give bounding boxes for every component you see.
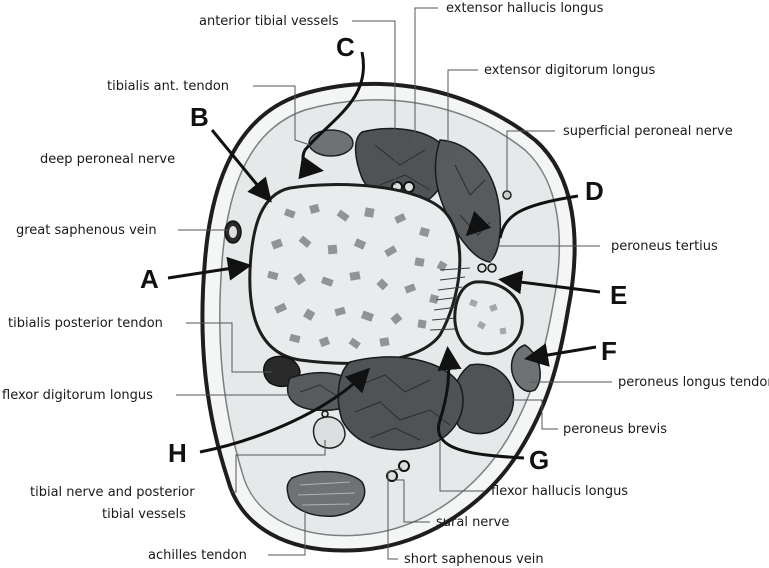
fibula-trabeculae (469, 299, 507, 335)
letter-f: F (601, 336, 617, 366)
leader-lines (176, 7, 612, 560)
leader-extensor-hallucis-longus (414, 7, 438, 150)
superficial-peroneal-nerve-shape (502, 190, 512, 200)
fibula-bone (453, 280, 524, 356)
label-peroneus-longus-tendon: peroneus longus tendon (618, 375, 769, 390)
label-achilles-tendon: achilles tendon (148, 548, 247, 563)
label-deep-peroneal-nerve: deep peroneal nerve (40, 152, 175, 167)
leader-sural-nerve (394, 479, 430, 523)
label-short-saphenous-vein: short saphenous vein (404, 552, 544, 567)
arrow-g (437, 346, 525, 460)
arrow-a (167, 256, 252, 281)
tibia-trabeculae (267, 203, 448, 350)
arrow-c (298, 51, 365, 180)
label-great-saphenous-vein: great saphenous vein (16, 223, 157, 238)
arrow-b (210, 129, 272, 203)
leader-tibialis-ant-tendon (253, 85, 311, 146)
arrow-d (498, 194, 579, 239)
leader-short-saphenous-vein (387, 467, 403, 560)
letter-c: C (336, 32, 355, 62)
leader-anterior-tibial-vessels (352, 20, 396, 185)
label-sural-nerve: sural nerve (436, 515, 509, 530)
label-tibialis-ant-tendon: tibialis ant. tendon (107, 79, 229, 94)
arrow-d-tip (465, 210, 492, 237)
leader-flexor-hallucis-longus (439, 440, 485, 492)
label-tibialis-posterior-tendon: tibialis posterior tendon (8, 316, 163, 331)
label-extensor-hallucis-longus: extensor hallucis longus (446, 1, 604, 16)
leg-cross-section (200, 81, 577, 553)
great-saphenous-vein-lumen (229, 226, 237, 238)
peroneus-tertius-vessel-1 (477, 263, 487, 273)
label-tibial-nerve-line1: tibial nerve and posterior (30, 485, 195, 500)
achilles-texture (297, 481, 356, 506)
anterior-tibial-vessel-2 (403, 181, 415, 193)
tibialis-anterior-tendon-shape (308, 129, 354, 157)
arrow-f (524, 343, 597, 367)
letter-e: E (610, 280, 627, 310)
label-flexor-hallucis-longus: flexor hallucis longus (491, 484, 628, 499)
label-superficial-peroneal-nerve: superficial peroneal nerve (563, 124, 733, 139)
letter-a: A (140, 264, 159, 294)
short-saphenous-vein-shape (398, 460, 410, 472)
letter-g: G (529, 445, 549, 475)
peroneus-tertius-vessel-2 (487, 263, 497, 273)
posterior-tibial-vessel (321, 410, 329, 418)
leader-achilles-tendon (268, 510, 306, 556)
arrow-e (498, 270, 601, 295)
arrow-h (199, 367, 371, 454)
posterior-fascicles (299, 374, 451, 441)
leader-tibialis-posterior-tendon (186, 322, 272, 373)
letter-d: D (585, 176, 604, 206)
leader-extensor-digitorum-longus (447, 69, 478, 160)
leader-peroneus-brevis (500, 399, 558, 430)
label-tibial-nerve-line2: tibial vessels (102, 507, 186, 522)
letter-h: H (168, 438, 187, 468)
label-anterior-tibial-vessels: anterior tibial vessels (199, 14, 339, 29)
letter-b: B (190, 102, 209, 132)
interosseous-membrane (429, 267, 471, 331)
tibial-nerve-vessels-shape (312, 416, 346, 449)
leader-tibial-nerve (232, 440, 326, 493)
label-peroneus-tertius: peroneus tertius (611, 239, 718, 254)
leader-peroneus-tertius (489, 245, 600, 264)
letter-arrows (167, 51, 601, 460)
label-extensor-digitorum-longus: extensor digitorum longus (484, 63, 655, 78)
label-flexor-digitorum-longus: flexor digitorum longus (2, 388, 153, 403)
letters: A B C D E F G H (140, 32, 627, 475)
label-peroneus-brevis: peroneus brevis (563, 422, 667, 437)
leader-superficial-peroneal-nerve (506, 130, 555, 192)
